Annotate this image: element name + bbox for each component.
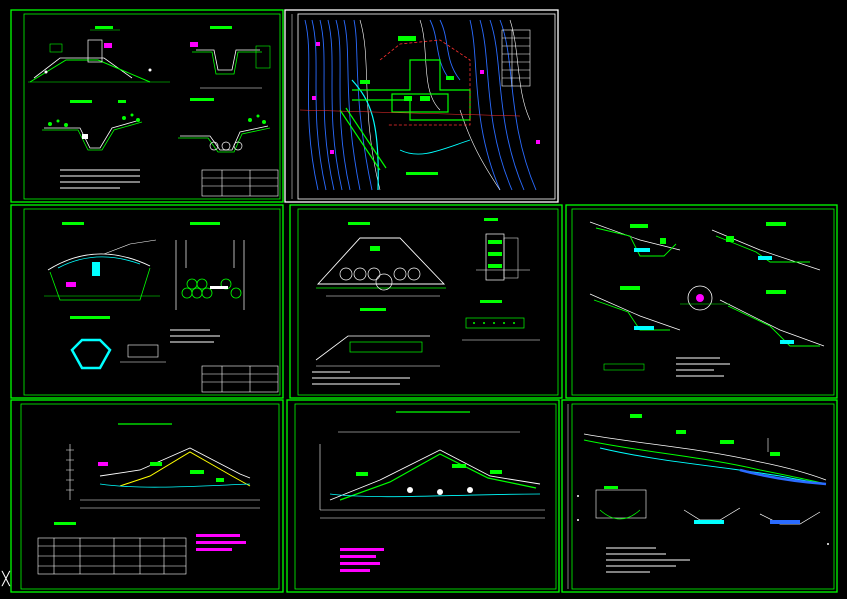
sheet-frame-5[interactable] <box>565 204 838 399</box>
sheet-1-drawing <box>28 26 279 197</box>
crosshair-icon[interactable]: ╳ <box>2 572 10 587</box>
sheet-frame-8[interactable] <box>561 399 838 593</box>
sheet-frame-4[interactable] <box>289 204 563 399</box>
sheet-frame-3[interactable] <box>10 204 284 399</box>
sheet-frame-7[interactable] <box>286 399 560 593</box>
sheet-frame-6[interactable] <box>10 399 284 593</box>
sheet-7-drawing <box>319 411 545 572</box>
sheet-frame-2[interactable] <box>284 9 559 203</box>
sheet-5-drawing <box>589 221 825 377</box>
sheet-4-drawing <box>312 218 540 385</box>
sheet-8-drawing <box>567 404 829 589</box>
sheet-6-drawing <box>37 423 260 575</box>
sheet-2-drawing <box>291 14 540 199</box>
sheet-3-drawing <box>44 222 279 393</box>
sheet-frame-1[interactable] <box>10 9 284 203</box>
